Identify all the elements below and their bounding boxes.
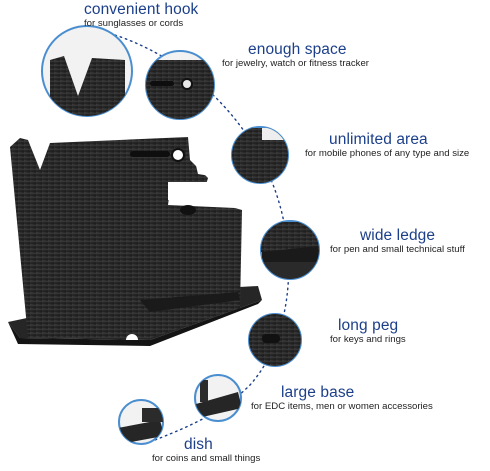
feature-desc: for EDC items, men or women accessories [251, 401, 433, 413]
feature-title: enough space [248, 41, 347, 58]
feature-desc: for coins and small things [152, 453, 261, 465]
feature-desc: for sunglasses or cords [84, 18, 184, 30]
badge-ledge [260, 220, 320, 280]
feature-title: long peg [338, 317, 399, 334]
badge-hook [41, 25, 133, 117]
feature-title: unlimited area [329, 131, 428, 148]
feature-desc: for keys and rings [330, 334, 406, 346]
badge-area [231, 126, 289, 184]
feature-desc: for mobile phones of any type and size [305, 148, 470, 160]
badge-dish [118, 399, 164, 445]
feature-hook: convenient hook for sunglasses or cords [84, 1, 199, 30]
feature-title: large base [281, 384, 355, 401]
feature-title: dish [184, 436, 213, 453]
feature-ledge: wide ledge for pen and small technical s… [330, 227, 465, 256]
badge-base [194, 374, 242, 422]
feature-area: unlimited area for mobile phones of any … [305, 131, 470, 160]
feature-title: convenient hook [84, 1, 199, 18]
feature-peg: long peg for keys and rings [330, 317, 406, 346]
feature-desc: for jewelry, watch or fitness tracker [222, 58, 369, 70]
badge-peg [248, 313, 302, 367]
feature-base: large base for EDC items, men or women a… [251, 384, 433, 413]
feature-title: wide ledge [360, 227, 436, 244]
feature-dish: dish for coins and small things [152, 436, 261, 465]
badge-space [145, 50, 215, 120]
feature-desc: for pen and small technical stuff [330, 244, 465, 256]
feature-space: enough space for jewelry, watch or fitne… [222, 41, 369, 70]
